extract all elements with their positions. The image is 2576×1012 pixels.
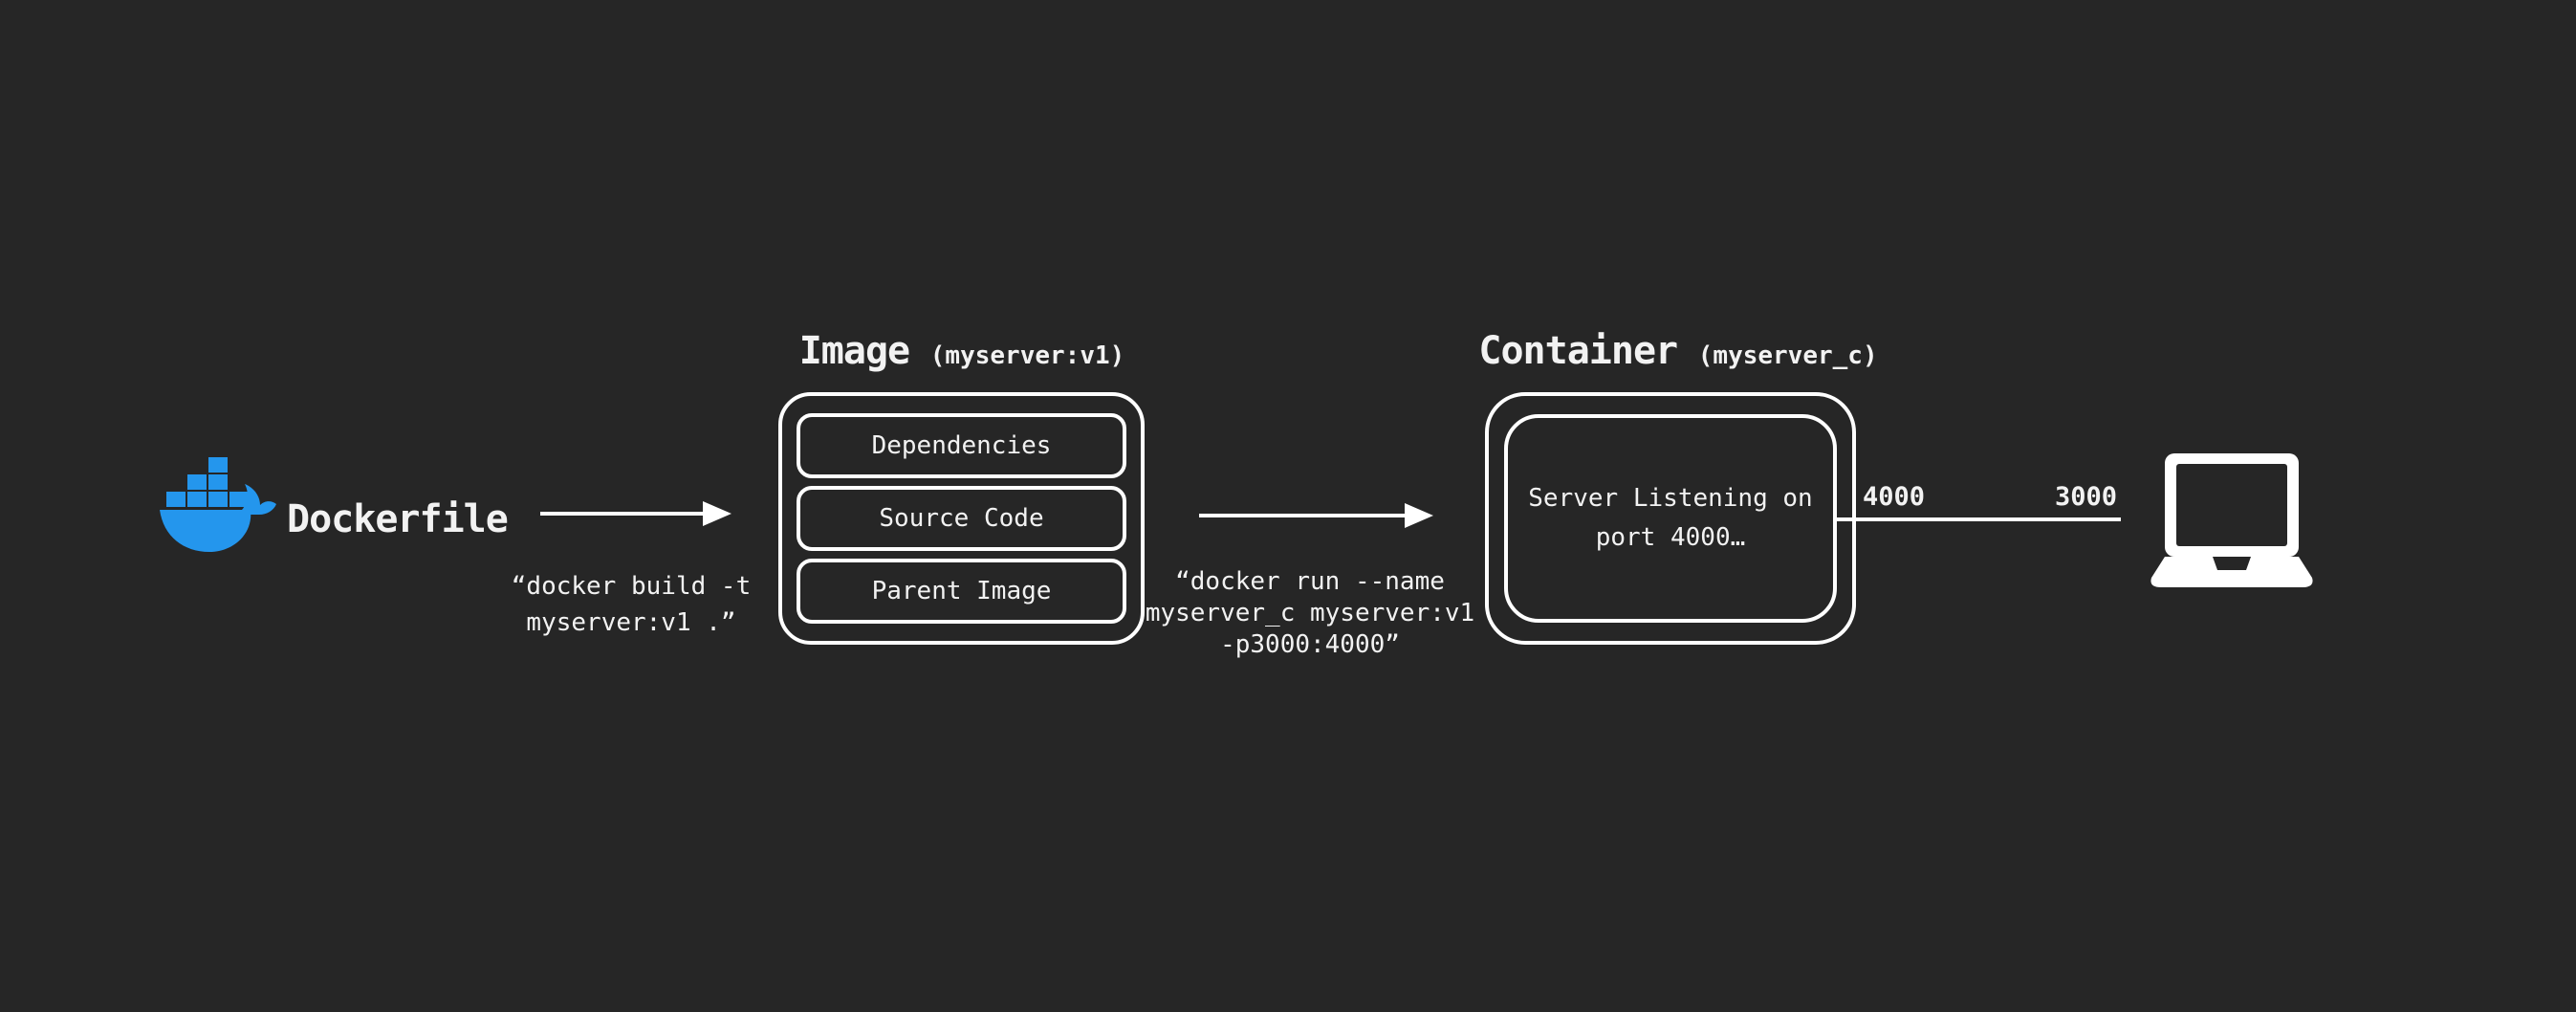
container-port-label: 4000 xyxy=(1863,482,1926,512)
host-port-label: 3000 xyxy=(2055,482,2118,512)
run-command-line2: myserver_c myserver:v1 xyxy=(1145,599,1475,627)
docker-whale-icon xyxy=(158,455,280,555)
build-command: “docker build -t myserver:v1 .” xyxy=(483,568,779,641)
image-title-text: Image xyxy=(798,329,910,373)
arrow-right-run-icon xyxy=(1197,500,1436,531)
container-name-text: (myserver_c) xyxy=(1697,341,1878,370)
build-command-line1: “docker build -t xyxy=(511,572,752,601)
run-command-line3: -p3000:4000” xyxy=(1220,630,1400,659)
server-status-line1: Server Listening on xyxy=(1528,484,1813,513)
run-command: “docker run --name myserver_c myserver:v… xyxy=(1143,566,1477,661)
build-command-line2: myserver:v1 .” xyxy=(526,608,736,637)
image-layer-parent-image: Parent Image xyxy=(797,559,1126,624)
server-process-box: Server Listening on port 4000… xyxy=(1504,414,1837,623)
port-mapping-line xyxy=(1837,517,2121,521)
server-status-line2: port 4000… xyxy=(1595,523,1746,552)
image-box: Dependencies Source Code Parent Image xyxy=(778,392,1145,645)
run-command-line1: “docker run --name xyxy=(1175,567,1445,596)
image-title: Image (myserver:v1) xyxy=(780,329,1144,373)
image-layer-source-code: Source Code xyxy=(797,486,1126,551)
image-layer-dependencies: Dependencies xyxy=(797,413,1126,478)
container-title: Container (myserver_c) xyxy=(1477,329,1879,373)
container-title-text: Container xyxy=(1478,329,1678,373)
laptop-icon xyxy=(2148,451,2318,593)
dockerfile-label: Dockerfile xyxy=(287,497,509,541)
arrow-right-build-icon xyxy=(538,498,734,529)
container-box: Server Listening on port 4000… xyxy=(1485,392,1856,645)
image-name-text: (myserver:v1) xyxy=(929,341,1125,370)
